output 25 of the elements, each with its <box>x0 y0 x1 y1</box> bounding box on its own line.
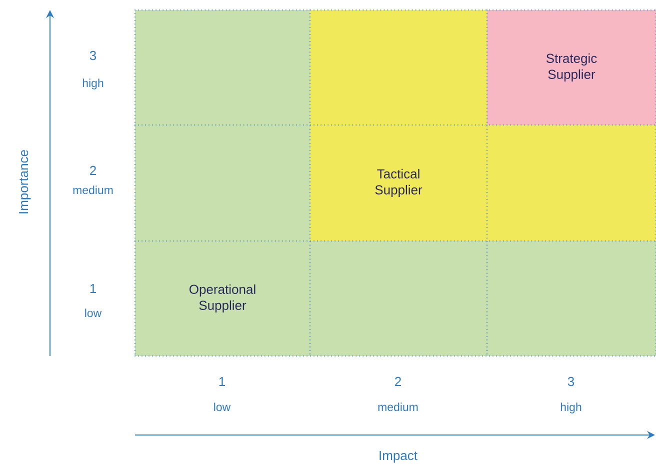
node-label: Tactical Supplier <box>375 168 422 198</box>
axis-level-label: high <box>560 402 582 414</box>
axis-level-label: low <box>85 308 102 318</box>
axis-number: 2 <box>395 376 401 386</box>
axis-number: 2 <box>90 166 96 175</box>
supplier-quadrant: Strategic Supplier <box>487 10 656 125</box>
axis-level-label: medium <box>378 402 418 412</box>
grid-cell <box>487 241 656 356</box>
axis-number: 1 <box>219 377 225 386</box>
grid-cell <box>135 10 310 125</box>
axis-level-label: high <box>82 78 104 90</box>
supplier-quadrant: Tactical Supplier <box>310 125 487 241</box>
axis-number: 1 <box>90 284 96 293</box>
supplier-quadrant: Operational Supplier <box>135 241 310 356</box>
axis-level-label: medium <box>73 186 113 194</box>
grid-cell <box>310 10 487 125</box>
axis-title: Impact <box>380 451 418 463</box>
grid-cell <box>310 241 487 356</box>
node-label: Operational Supplier <box>190 284 256 313</box>
axis-number: 3 <box>568 376 574 386</box>
grid-cell <box>487 125 656 241</box>
axis-level-label: low <box>214 402 231 412</box>
grid-cell <box>135 125 310 241</box>
axis-title: Importance <box>19 150 31 214</box>
axis-number: 3 <box>90 50 96 60</box>
